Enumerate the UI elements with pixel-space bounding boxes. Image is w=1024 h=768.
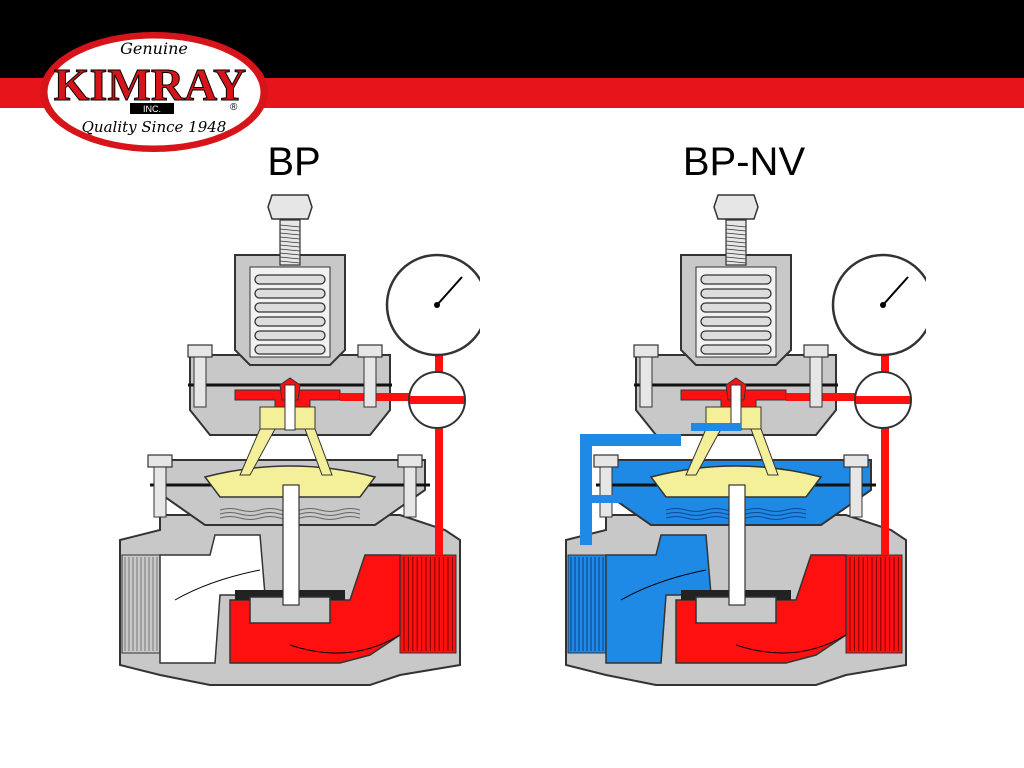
screw-thread xyxy=(725,260,747,264)
screw-thread xyxy=(279,240,301,244)
bolt-head xyxy=(357,344,383,358)
bolt-shank xyxy=(809,356,823,408)
screw-thread xyxy=(279,236,301,240)
gauge-line-horizontal xyxy=(786,393,886,401)
bolt-shank xyxy=(639,356,653,408)
pressure-gauge xyxy=(385,253,480,357)
gauge-needle xyxy=(882,276,909,306)
logo-oval-inner xyxy=(44,35,264,149)
gauge-needle xyxy=(436,276,463,306)
screw-thread xyxy=(725,244,747,248)
sense-branch-blue xyxy=(586,495,646,503)
bolt-head xyxy=(187,344,213,358)
spring-coil xyxy=(254,302,326,313)
inlet-port xyxy=(399,554,457,654)
screw-thread xyxy=(725,252,747,256)
gauge-pivot xyxy=(880,302,886,308)
spring-coil xyxy=(700,288,772,299)
bolt-head xyxy=(843,454,869,468)
screw-thread xyxy=(725,236,747,240)
flow-arrow-inlet xyxy=(735,634,847,654)
spring-coil xyxy=(700,274,772,285)
gauge-pivot xyxy=(434,302,440,308)
bolt-shank xyxy=(363,356,377,408)
spring-coil xyxy=(700,316,772,327)
spring-coil xyxy=(700,330,772,341)
logo-inc-box xyxy=(130,103,174,114)
flow-arrow-outlet xyxy=(174,569,261,601)
main-stem xyxy=(728,484,746,606)
inlet-port xyxy=(845,554,903,654)
spring-coil xyxy=(700,344,772,355)
screw-thread xyxy=(279,228,301,232)
logo-inc: INC. xyxy=(143,104,161,114)
bolt-shank xyxy=(193,356,207,408)
screw-thread xyxy=(725,228,747,232)
valve-diagram-bp xyxy=(119,194,480,686)
screw-thread xyxy=(725,240,747,244)
pressure-gauge xyxy=(831,253,926,357)
sense-line-blue xyxy=(580,434,681,545)
bolt-head xyxy=(147,454,173,468)
bolt-head xyxy=(633,344,659,358)
gauge-line-horizontal xyxy=(340,393,440,401)
pilot-link-left xyxy=(239,428,276,476)
screw-thread xyxy=(279,248,301,252)
spring-coil xyxy=(254,274,326,285)
main-stem xyxy=(282,484,300,606)
screw-thread xyxy=(279,232,301,236)
bolt-head xyxy=(803,344,829,358)
gauge-valve-passage xyxy=(410,396,464,404)
flow-arrow-inlet xyxy=(289,634,401,654)
lock-nut xyxy=(713,194,759,220)
logo-brand: KIMRAY xyxy=(54,59,247,110)
spring-coil xyxy=(254,288,326,299)
logo-registered: ® xyxy=(230,102,238,113)
valve-diagram-bp-nv xyxy=(565,194,926,686)
kimray-logo: Genuine KIMRAY INC. ® Quality Since 1948 xyxy=(40,32,268,152)
screw-thread xyxy=(725,248,747,252)
bolt-shank xyxy=(153,466,167,518)
gauge-valve-passage xyxy=(856,396,910,404)
gauge-line-vertical xyxy=(881,350,889,555)
screw-thread xyxy=(279,256,301,260)
bolt-shank xyxy=(849,466,863,518)
logo-genuine: Genuine xyxy=(120,39,188,58)
title-bp-nv: BP-NV xyxy=(682,140,806,184)
spring-coil xyxy=(254,330,326,341)
screw-thread xyxy=(725,256,747,260)
sense-passage-blue xyxy=(691,423,741,431)
gauge-line-vertical xyxy=(435,350,443,555)
bolt-head xyxy=(397,454,423,468)
bolt-shank xyxy=(599,466,613,518)
pilot-link-right xyxy=(304,428,333,476)
screw-thread xyxy=(279,224,301,228)
screw-thread xyxy=(725,232,747,236)
spring-coil xyxy=(254,344,326,355)
logo-tagline: Quality Since 1948 xyxy=(82,118,227,136)
spring-coil xyxy=(254,316,326,327)
title-bp: BP xyxy=(267,140,321,184)
bolt-head xyxy=(593,454,619,468)
lock-nut xyxy=(267,194,313,220)
screw-thread xyxy=(279,252,301,256)
bolt-shank xyxy=(403,466,417,518)
screw-thread xyxy=(725,224,747,228)
screw-thread xyxy=(279,244,301,248)
pilot-link-right xyxy=(750,428,779,476)
flow-arrow-outlet xyxy=(620,569,707,601)
screw-thread xyxy=(279,260,301,264)
pilot-stem xyxy=(284,384,296,431)
spring-coil xyxy=(700,302,772,313)
